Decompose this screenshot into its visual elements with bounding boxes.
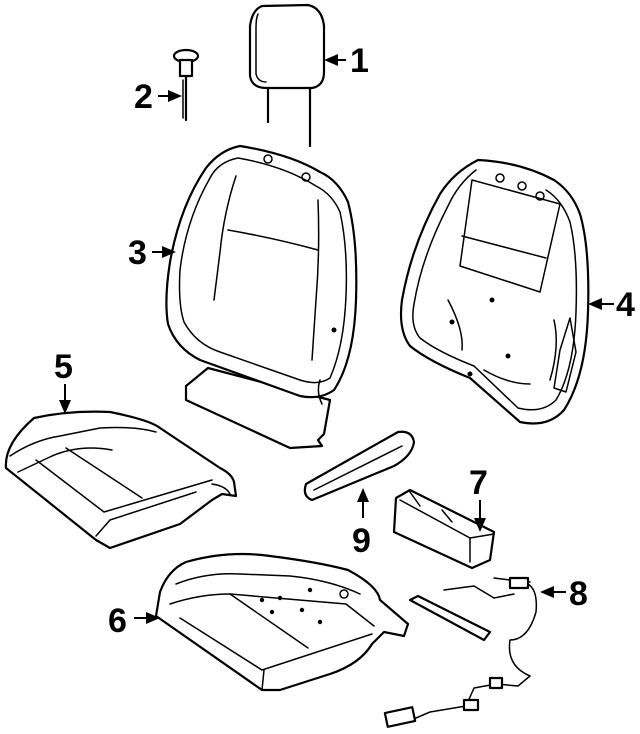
callout-1: 1 <box>324 42 369 80</box>
callout-7-label: 7 <box>469 464 488 502</box>
armrest-part <box>303 430 416 502</box>
callout-9-label: 9 <box>352 522 371 560</box>
seat-cushion-pad-part <box>154 552 410 692</box>
callout-2: 2 <box>134 78 182 116</box>
callout-8-label: 8 <box>569 575 588 613</box>
seat-heater-harness-part <box>383 576 538 728</box>
callout-1-label: 1 <box>350 42 369 80</box>
seat-back-part <box>165 144 358 450</box>
callout-4-label: 4 <box>616 286 635 324</box>
callout-8: 8 <box>540 575 588 613</box>
seat-back-frame-part <box>399 158 590 425</box>
callout-7: 7 <box>469 464 488 532</box>
callout-9: 9 <box>352 488 371 560</box>
callout-6-label: 6 <box>108 602 127 640</box>
callout-4: 4 <box>588 286 635 324</box>
callout-6: 6 <box>108 602 160 640</box>
headrest-guide-part <box>172 48 200 122</box>
callout-3-label: 3 <box>128 234 147 272</box>
armrest-bracket-part <box>392 488 496 570</box>
callout-3: 3 <box>128 234 176 272</box>
callout-5-label: 5 <box>54 348 73 386</box>
callout-5: 5 <box>54 348 73 414</box>
seat-cushion-cover-part <box>4 410 238 550</box>
headrest-part <box>248 3 326 148</box>
callout-2-label: 2 <box>134 78 153 116</box>
